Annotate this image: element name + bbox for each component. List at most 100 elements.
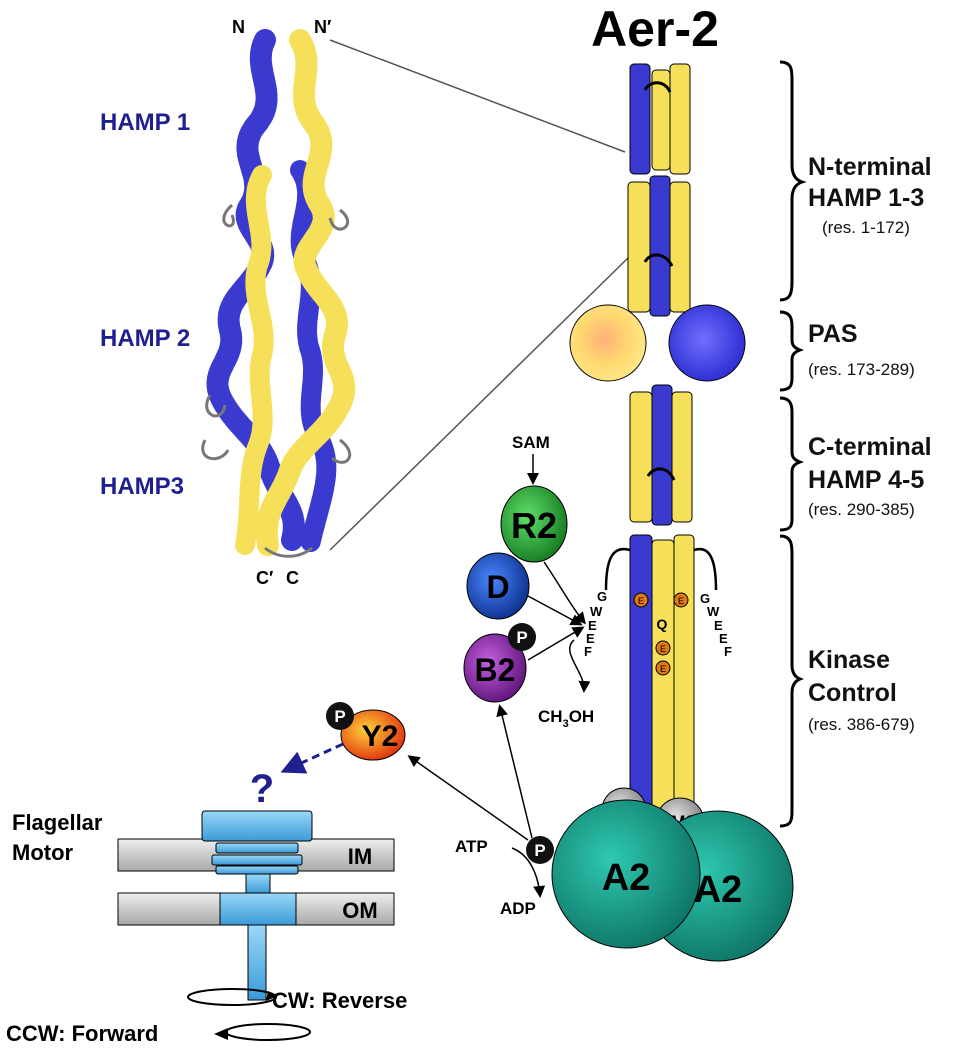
svg-text:G: G (597, 589, 607, 604)
helix-cterm-yellow-2 (671, 391, 693, 523)
arrow-p-to-y2 (407, 755, 529, 841)
tail-left (604, 547, 631, 591)
b2-phosphate (508, 623, 536, 651)
hamp-structure: N N′ C′ C HAMP 1 HAMP 2 HAMP3 (100, 17, 629, 588)
arrow-r2-to-motif (543, 561, 586, 625)
nterm-title-1: N-terminal (808, 153, 932, 181)
arrow-y2-dashed (280, 742, 344, 774)
svg-text:E: E (719, 631, 728, 646)
helix-hamp2-blue (649, 175, 671, 317)
loop-top (643, 81, 672, 93)
y2-protein (340, 709, 406, 761)
loop-2 (328, 208, 349, 231)
zoom-line-top (329, 39, 626, 153)
motor-ring-4 (215, 865, 299, 875)
atp-label: ATP (455, 837, 488, 856)
svg-text:F: F (584, 644, 592, 659)
svg-text:F: F (724, 644, 732, 659)
c-prime-label: C′ (256, 568, 273, 588)
helix-top-yellow-2 (669, 63, 691, 175)
flagellar-motor: Flagellar Motor IM OM CW: Reverse CCW: F… (6, 810, 407, 1046)
c-label: C (286, 568, 299, 588)
arrow-p-to-b2 (496, 704, 533, 839)
kinase-range: (res. 386-679) (808, 715, 915, 734)
bracket-kinase (779, 534, 805, 828)
nterm-title-2: HAMP 1-3 (808, 184, 924, 212)
y2-phosphate-label: P (334, 707, 345, 726)
cterm-title-2: HAMP 4-5 (808, 466, 924, 494)
n-prime-label: N′ (314, 17, 331, 37)
residue-e1: E (633, 592, 649, 608)
y2-label: Y2 (362, 720, 399, 753)
svg-text:E: E (660, 644, 666, 654)
motif-left: G W E E F (584, 589, 607, 659)
adp-label: ADP (500, 899, 536, 918)
d-protein (466, 552, 530, 620)
svg-text:E: E (678, 596, 684, 606)
motor-ring-3 (211, 854, 303, 866)
svg-text:W: W (707, 604, 720, 619)
ch3oh-label: CH3OH (538, 707, 594, 730)
loop-4 (201, 439, 230, 461)
loop-3 (205, 394, 227, 418)
hamp1-label: HAMP 1 (100, 109, 190, 136)
cw-label: CW: Reverse (272, 988, 407, 1013)
pas-blue (668, 304, 746, 382)
loop-1 (222, 203, 235, 228)
ccw-rotation-arrow (225, 1023, 311, 1041)
d-label: D (486, 569, 509, 605)
atp-phosphate (526, 836, 554, 864)
svg-text:E: E (588, 618, 597, 633)
helix-top-yellow-1 (651, 69, 671, 171)
motor-title-1: Flagellar (12, 810, 103, 835)
motif-right: G W E E F (700, 591, 732, 659)
question-mark: ? (250, 767, 274, 811)
helix-hamp2-yellow (627, 181, 651, 313)
pas-yellow (569, 304, 647, 382)
helix-kinase-blue (629, 534, 653, 826)
kinase-title-2: Control (808, 679, 897, 707)
bracket-nterm (779, 60, 807, 302)
helix-kinase-yellow-2 (673, 534, 695, 826)
motor-ring-2 (215, 842, 299, 854)
pas-title: PAS (808, 320, 858, 348)
helix-hamp2-yellow-2 (669, 181, 691, 313)
y2-phosphate (326, 702, 354, 730)
im-label: IM (348, 844, 372, 869)
domain-labels: N-terminal HAMP 1-3 (res. 1-172) PAS (re… (808, 153, 932, 734)
residue-e3: E (655, 640, 671, 656)
arrow-b2-to-motif (527, 626, 585, 661)
cw-rotation-arrow (187, 988, 277, 1006)
svg-text:W: W (590, 604, 603, 619)
arrow-d-to-motif (527, 595, 583, 626)
svg-text:E: E (714, 618, 723, 633)
aer2-schematic: E E Q E E G W E E F G W E E F (551, 63, 794, 962)
loop-cterm (646, 467, 676, 481)
nterm-range: (res. 1-172) (822, 218, 910, 237)
tail-right (693, 547, 718, 591)
blue-helix-ribbon-2 (290, 160, 337, 555)
ccw-arrowhead (214, 1028, 228, 1040)
yellow-helix-ribbon (255, 29, 356, 556)
loop-hamp2 (643, 253, 674, 267)
r2-label: R2 (511, 505, 557, 546)
svg-text:E: E (586, 631, 595, 646)
signaling: SAM R2 D B2 P CH3OH Y2 P ? ATP ADP P (250, 433, 594, 918)
b2-label: B2 (475, 652, 516, 688)
om-label: OM (342, 898, 377, 923)
n-label: N (232, 17, 245, 37)
svg-text:E: E (660, 664, 666, 674)
motor-top-ring (201, 810, 313, 842)
domain-brackets (779, 60, 807, 828)
residue-e4: E (655, 660, 671, 676)
helix-kinase-yellow (651, 539, 675, 821)
hamp2-label: HAMP 2 (100, 325, 190, 352)
helix-cterm-yellow (629, 391, 653, 523)
svg-text:E: E (638, 596, 644, 606)
bracket-cterm (779, 396, 805, 532)
loop-5 (330, 438, 352, 464)
a2-left-label: A2 (602, 857, 651, 899)
zoom-line-bottom (329, 257, 629, 551)
helix-cterm-blue (651, 384, 673, 526)
